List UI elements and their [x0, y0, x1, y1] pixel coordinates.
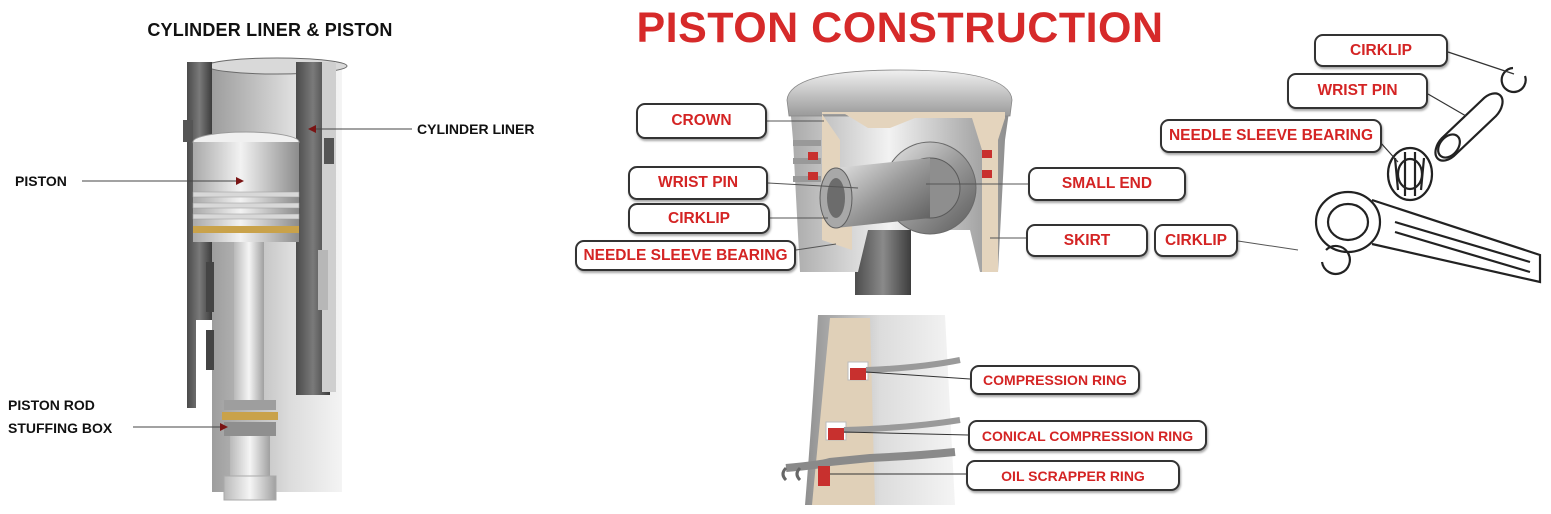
- piston-rings-illustration: [781, 315, 961, 505]
- cutaway-leader-lines: [767, 120, 1299, 251]
- exploded-view-illustration: [1314, 66, 1542, 284]
- label-compression-ring: COMPRESSION RING: [970, 365, 1140, 395]
- label-skirt: SKIRT: [1026, 224, 1148, 257]
- left-diagram-title: CYLINDER LINER & PISTON: [147, 20, 393, 40]
- label-cirklip-right: CIRKLIP: [1154, 224, 1238, 257]
- label-piston-rod: PISTON ROD: [8, 397, 95, 413]
- label-conical-compression-ring: CONICAL COMPRESSION RING: [968, 420, 1207, 451]
- label-cirklip: CIRKLIP: [628, 203, 770, 234]
- label-crown: CROWN: [636, 103, 767, 139]
- main-diagram-title: PISTON CONSTRUCTION: [636, 4, 1164, 52]
- ring-leader-lines: [830, 371, 971, 475]
- label-small-end: SMALL END: [1028, 167, 1186, 201]
- left-arrowheads: [220, 125, 316, 431]
- label-oil-scrapper-ring: OIL SCRAPPER RING: [966, 460, 1180, 491]
- piston-cutaway-illustration: [786, 69, 1013, 295]
- label-cylinder-liner: CYLINDER LINER: [417, 121, 535, 137]
- label-exploded-needle-sleeve-bearing: NEEDLE SLEEVE BEARING: [1160, 119, 1382, 153]
- label-needle-sleeve-bearing: NEEDLE SLEEVE BEARING: [575, 240, 796, 271]
- label-stuffing-box: STUFFING BOX: [8, 420, 113, 436]
- label-wrist-pin: WRIST PIN: [628, 166, 768, 200]
- label-piston: PISTON: [15, 173, 67, 189]
- left-leader-lines: [82, 128, 412, 428]
- piston-illustration: [192, 131, 300, 501]
- label-exploded-wrist-pin: WRIST PIN: [1287, 73, 1428, 109]
- exploded-leader-lines: [1379, 51, 1515, 163]
- label-exploded-cirklip: CIRKLIP: [1314, 34, 1448, 67]
